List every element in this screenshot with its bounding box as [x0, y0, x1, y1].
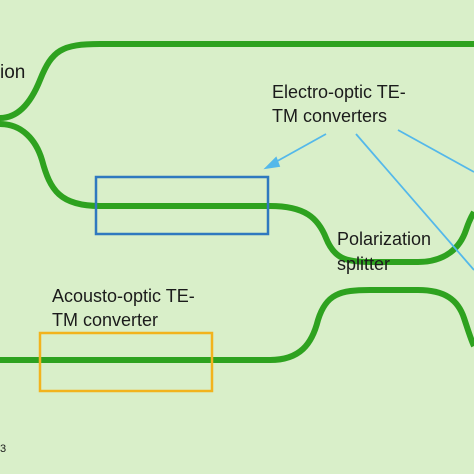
arrow-to-eo-box — [271, 133, 327, 165]
pol-label-line2: splitter — [337, 254, 390, 274]
eo-label-line1: Electro-optic TE- — [272, 82, 406, 102]
pol-label-line1: Polarization — [337, 229, 431, 249]
arrow-head-icon — [263, 156, 281, 170]
arrow-to-right-converter-lower — [397, 129, 474, 173]
splitter-exit-lower — [417, 287, 474, 348]
ao-label-line2: TM converter — [52, 310, 158, 330]
splitter-exit-upper — [417, 210, 474, 265]
ao-label-line1: Acousto-optic TE- — [52, 286, 195, 306]
ao-converter-box — [38, 331, 214, 393]
eo-converter-box — [94, 175, 270, 236]
waveguide-left-loop — [0, 121, 270, 209]
waveguide-to-splitter — [269, 203, 418, 265]
waveguide-top — [0, 41, 474, 121]
eo-label-line2: TM converters — [272, 106, 387, 126]
corner-mark: 3 — [0, 443, 6, 455]
arrow-to-right-converter-upper — [355, 133, 474, 271]
left-partial-label: ion — [0, 62, 25, 83]
waveguide-lower — [0, 287, 418, 363]
